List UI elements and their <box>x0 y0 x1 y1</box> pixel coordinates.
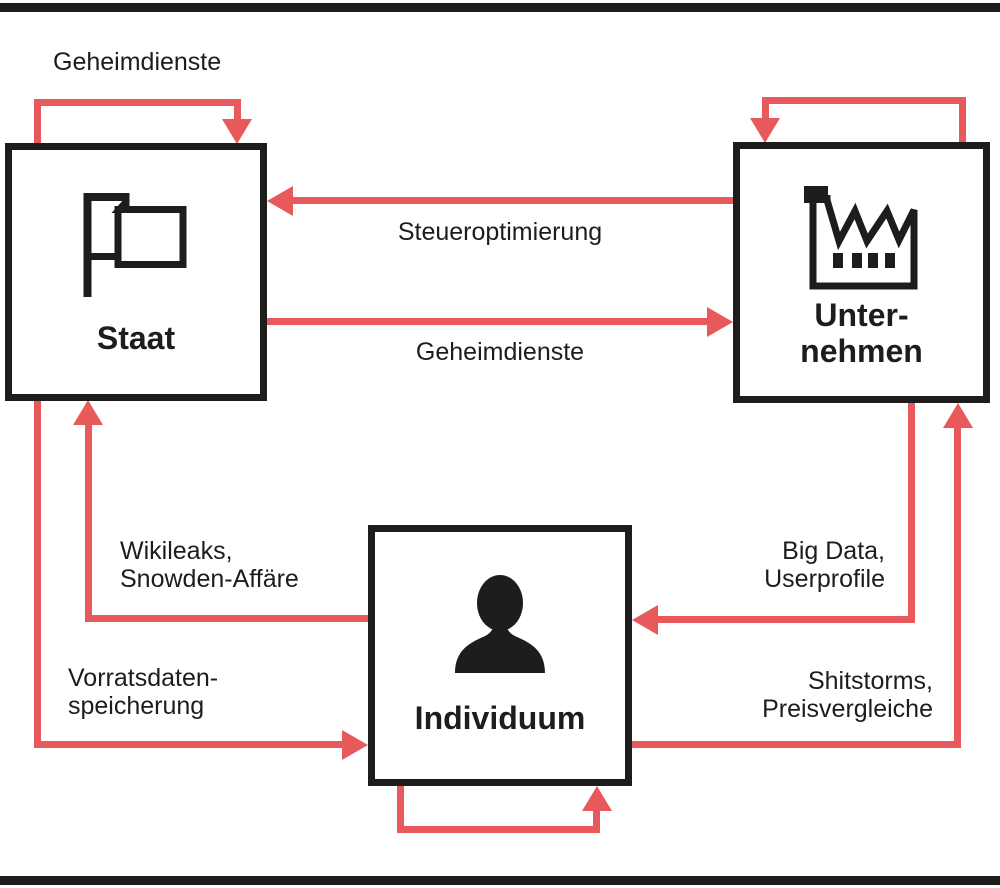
arrow-shaft <box>908 403 915 623</box>
label-geheimdienste-mid: Geheimdienste <box>415 338 585 366</box>
arrowhead-up-icon <box>73 400 103 425</box>
label-line: Preisvergleiche <box>762 695 933 723</box>
arrowhead-up-icon <box>943 403 973 428</box>
arrow-shaft <box>34 99 241 106</box>
factory-icon <box>803 186 917 290</box>
arrowhead-up-icon <box>582 786 612 811</box>
arrow-shaft <box>85 615 368 622</box>
arrowhead-right-icon <box>707 307 733 337</box>
label-line: Shitstorms, <box>807 667 933 695</box>
arrow-shaft <box>267 318 709 325</box>
arrow-shaft <box>593 811 600 826</box>
top-border-line <box>0 3 1000 12</box>
arrow-shaft <box>34 741 344 748</box>
arrow-shaft <box>762 104 769 119</box>
bottom-border-line <box>0 876 1000 885</box>
flag-icon <box>83 193 187 297</box>
label-bigdata-userprofile: Big Data, Userprofile <box>685 537 885 593</box>
label-shitstorms-preisvergleiche: Shitstorms, Preisvergleiche <box>733 667 933 723</box>
label-line: Userprofile <box>764 565 885 593</box>
arrow-shaft <box>762 97 966 104</box>
person-icon <box>455 575 545 673</box>
arrow-shaft <box>85 424 92 622</box>
arrow-shaft <box>34 99 41 143</box>
node-individuum: Individuum <box>368 525 632 786</box>
node-label-staat: Staat <box>96 320 176 356</box>
arrowhead-down-icon <box>750 118 780 143</box>
label-line: nehmen <box>800 333 923 369</box>
arrow-shaft <box>632 741 961 748</box>
arrow-shaft <box>34 400 41 748</box>
arrow-shaft <box>954 428 961 748</box>
label-line: Unter- <box>814 297 909 333</box>
arrow-shaft <box>234 106 241 120</box>
node-unternehmen: Unter- nehmen <box>733 142 990 403</box>
label-line: Vorratsdaten- <box>68 664 219 692</box>
arrowhead-left-icon <box>632 605 658 635</box>
arrowhead-left-icon <box>267 186 293 216</box>
arrow-shaft <box>959 97 966 142</box>
label-line: Wikileaks, <box>120 537 233 565</box>
label-vorratsdatenspeicherung: Vorratsdaten- speicherung <box>68 664 218 720</box>
label-line: Big Data, <box>782 537 885 565</box>
arrow-shaft <box>658 616 915 623</box>
arrow-shaft <box>397 786 404 833</box>
label-line: Snowden-Affäre <box>120 565 299 593</box>
arrow-shaft <box>397 826 600 833</box>
node-staat: Staat <box>5 143 267 401</box>
label-steueroptimierung: Steueroptimierung <box>397 218 603 246</box>
label-wikileaks-snowden: Wikileaks, Snowden-Affäre <box>120 537 299 593</box>
arrowhead-right-icon <box>342 730 368 760</box>
label-line: speicherung <box>68 692 205 720</box>
node-label-unternehmen: Unter- nehmen <box>740 297 983 369</box>
arrowhead-down-icon <box>222 119 252 144</box>
arrow-shaft <box>291 197 733 204</box>
node-label-individuum: Individuum <box>414 700 586 736</box>
label-geheimdienste-staat-loop: Geheimdienste <box>53 48 222 76</box>
